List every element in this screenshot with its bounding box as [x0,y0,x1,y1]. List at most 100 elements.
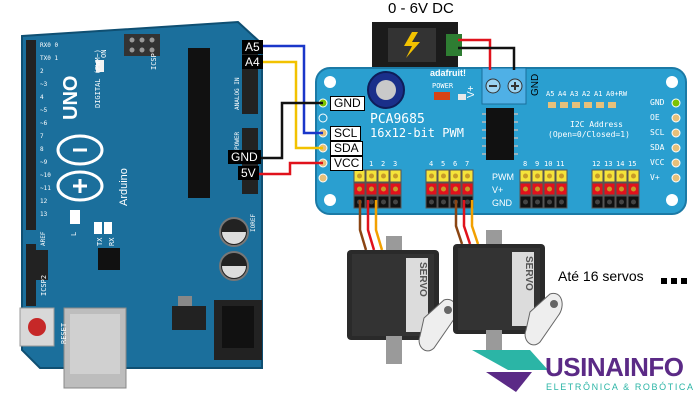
digital-pin-label: 13 [40,211,48,218]
header-pin-contact [381,173,386,179]
channel-number: 12 [592,160,601,168]
digital-pin-label: ~9 [40,159,48,166]
digital-pin-label: ~5 [40,107,48,114]
header-pin-contact [559,199,564,205]
digital-pin-label: RX0 0 [40,42,59,49]
header-pin-contact [535,199,540,205]
channel-number: 11 [556,160,565,168]
channel-number: 2 [381,160,386,168]
wires [258,38,516,251]
channel-number: 5 [441,160,446,168]
header-pin-contact [619,186,624,192]
header-pin-contact [369,173,374,179]
arduino-logo [56,134,104,202]
arduino-aref-text: AREF [40,231,47,246]
header-pin-contact [369,199,374,205]
header-pin-contact [631,186,636,192]
header-pin-contact [393,173,398,179]
address-label: A4 [558,90,567,98]
arduino-uno-text: UNO [60,75,82,120]
led-l [70,210,80,224]
channel-number: 13 [604,160,613,168]
digital-pin-label: ~11 [40,185,51,192]
row-label: V+ [492,185,504,195]
arduino-rx-text: RX [108,237,116,246]
right-pin-label: OE [650,113,660,122]
servo-1-brand: SERVO [417,262,428,297]
icsp-header [124,34,160,56]
header-pin-contact [393,199,398,205]
pca-power-text: POWER [432,82,454,90]
right-pin-label: VCC [650,158,665,167]
right-pin-pads [671,98,681,183]
header-pin-contact [547,173,552,179]
channel-number: 4 [429,160,434,168]
pin-gnd-label: GND [228,150,261,164]
header-pin-contact [595,173,600,179]
arduino-tx-text: TX [96,237,104,246]
row-label: PWM [492,172,514,182]
digital-header-2 [26,244,36,306]
header-pin-contact [607,173,612,179]
header-pin-contact [631,199,636,205]
header-pin-contact [441,186,446,192]
header-pin-contact [357,173,362,179]
channel-number: 14 [616,160,625,168]
header-pin-contact [369,186,374,192]
atmega-chip [188,48,210,198]
header-pin-contact [559,173,564,179]
servo-2 [453,230,563,358]
arduino-uno-board [19,20,263,389]
header-pin-contact [465,186,470,192]
on-led [96,60,104,72]
ellipsis-dots [661,278,687,284]
logo-name: USINAINFO [545,352,684,382]
conn-vcc-label: VCC [330,156,364,171]
header-pin-contact [357,186,362,192]
header-pin-contact [523,199,528,205]
arduino-ioref-text: IOREF [250,213,257,232]
address-label: A2 [582,90,591,98]
conn-gnd-label: GND [330,96,365,111]
header-pin-contact [381,186,386,192]
power-supply-label: 0 - 6V DC [388,0,454,17]
right-pin-label: SDA [650,143,665,152]
header-pin-contact [559,186,564,192]
digital-pin-label: 7 [40,133,44,140]
pca-gnd-terminal: GND [530,73,541,96]
usb-chip [98,248,120,270]
header-pin-contact [619,199,624,205]
conn-sda-label: SDA [330,141,363,156]
usinainfo-logo-mark [472,350,548,392]
icsp2-header [34,250,48,280]
pca-chip [486,108,514,160]
pca-vplus-terminal: V+ [466,85,477,98]
channel-number: 6 [453,160,458,168]
right-pin-label: SCL [650,128,665,137]
header-pin-contact [619,173,624,179]
address-label: A1 [594,90,603,98]
channel-number: 9 [535,160,540,168]
header-pin-contact [465,199,470,205]
header-pin-contact [607,199,612,205]
digital-pin-label: TX0 1 [40,55,59,62]
arduino-brand-text: Arduino [118,168,130,206]
pca-title-2: 16x12-bit PWM [370,126,464,140]
row-label: GND [492,198,512,208]
header-pin-contact [523,173,528,179]
arduino-l-text: L [70,231,78,236]
header-pin-contact [595,186,600,192]
arduino-analog-text: ANALOG IN [234,77,241,110]
servo-1 [347,236,457,364]
header-pin-contact [465,173,470,179]
channel-number: 3 [393,160,398,168]
arduino-on-text: ON [100,49,108,58]
header-pin-contact [429,186,434,192]
voltage-regulator [172,306,206,330]
channel-number: 10 [544,160,553,168]
servos-note: Até 16 servos [558,268,644,284]
header-pin-contact [535,173,540,179]
header-pin-contact [441,199,446,205]
digital-pin-label: ~3 [40,81,48,88]
header-pin-contact [631,173,636,179]
